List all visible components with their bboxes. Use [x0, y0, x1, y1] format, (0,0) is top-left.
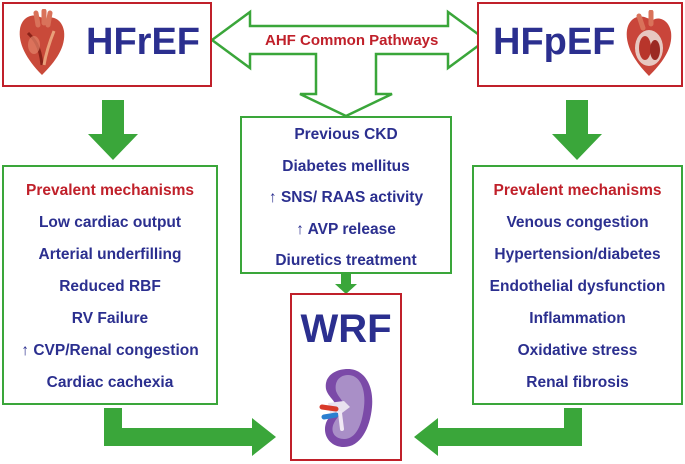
wrf-box: WRF	[290, 293, 402, 461]
left-mechanisms-list: Prevalent mechanisms Low cardiac output …	[4, 175, 216, 399]
list-item: Hypertension/diabetes	[494, 246, 661, 263]
heart-icon	[19, 9, 65, 75]
hfref-title: HFrEF	[86, 21, 200, 63]
right-panel-heading: Prevalent mechanisms	[493, 182, 662, 199]
list-item: Reduced RBF	[59, 278, 161, 295]
list-item: Cardiac cachexia	[46, 374, 174, 391]
list-item: ↑ SNS/ RAAS activity	[268, 189, 424, 206]
list-item: ↑ AVP release	[296, 220, 396, 238]
pathway-label: AHF Common Pathways	[265, 32, 439, 49]
list-item: Endothelial dysfunction	[489, 278, 666, 295]
hfpef-box: HFpEF	[477, 2, 683, 87]
list-item: Diabetes mellitus	[282, 157, 410, 175]
list-item: Previous CKD	[294, 126, 398, 143]
list-item: Inflammation	[529, 310, 626, 327]
bottom-right-arrow	[414, 408, 582, 456]
list-item: Diuretics treatment	[275, 252, 417, 269]
left-down-arrow	[88, 100, 138, 160]
center-down-arrow	[335, 273, 357, 294]
heart-icon	[626, 10, 672, 76]
left-panel-heading: Prevalent mechanisms	[25, 182, 194, 199]
hfpef-title: HFpEF	[493, 21, 616, 63]
right-mechanisms-list: Prevalent mechanisms Venous congestion H…	[474, 175, 681, 399]
hfref-box: HFrEF	[2, 2, 212, 87]
common-pathway-arrow	[209, 9, 489, 118]
bottom-left-arrow	[104, 408, 276, 456]
kidney-icon	[319, 369, 373, 447]
list-item: Arterial underfilling	[38, 246, 182, 263]
list-item: Low cardiac output	[38, 214, 182, 231]
list-item: Renal fibrosis	[526, 374, 629, 391]
left-mechanisms-panel: Prevalent mechanisms Low cardiac output …	[2, 165, 218, 405]
center-factors-panel: Previous CKD Diabetes mellitus ↑ SNS/ RA…	[240, 116, 452, 274]
wrf-title: WRF	[300, 307, 392, 351]
list-item: Venous congestion	[506, 214, 649, 231]
right-down-arrow	[552, 100, 602, 160]
list-item: RV Failure	[71, 310, 149, 327]
center-factors-list: Previous CKD Diabetes mellitus ↑ SNS/ RA…	[242, 119, 450, 277]
right-mechanisms-panel: Prevalent mechanisms Venous congestion H…	[472, 165, 683, 405]
list-item: ↑ CVP/Renal congestion	[21, 342, 199, 359]
list-item: Oxidative stress	[517, 342, 638, 359]
